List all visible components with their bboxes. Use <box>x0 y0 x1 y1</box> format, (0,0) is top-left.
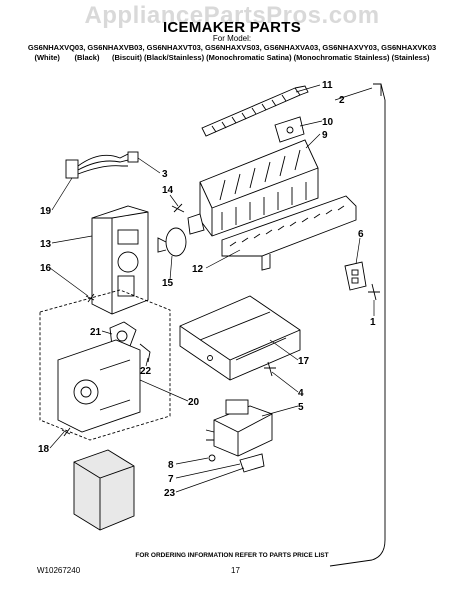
leader-lines <box>49 84 375 493</box>
callout-12: 12 <box>192 264 204 275</box>
ice-mold-part <box>187 139 319 237</box>
fitting-part <box>239 453 265 473</box>
control-assembly-group <box>39 289 171 441</box>
model-list: GS6NHAXVQ03, GS6NHAXVB03, GS6NHAXVT03, G… <box>27 43 437 52</box>
callout-14: 14 <box>162 185 174 196</box>
screw-part-14 <box>171 203 185 213</box>
callout-8: 8 <box>168 460 174 471</box>
connector-part <box>127 151 139 163</box>
page-title: ICEMAKER PARTS <box>162 19 302 36</box>
stripper-part <box>221 195 357 271</box>
wire-harness-part <box>65 153 129 179</box>
screw-part-1 <box>368 283 380 301</box>
callout-10: 10 <box>322 117 334 128</box>
callout-16: 16 <box>40 263 52 274</box>
screw-part-18 <box>61 427 71 437</box>
water-valve-part <box>205 399 273 457</box>
callout-9: 9 <box>322 130 328 141</box>
watermark: AppliancePartsPros.com <box>84 2 380 29</box>
callout-19: 19 <box>40 206 52 217</box>
callout-11: 11 <box>322 80 333 91</box>
fill-tube-part <box>329 83 386 567</box>
callout-2: 2 <box>339 95 345 106</box>
pin-part <box>139 343 151 363</box>
callout-1: 1 <box>370 317 376 328</box>
callout-20: 20 <box>188 397 200 408</box>
callout-17: 17 <box>298 356 310 367</box>
callout-3: 3 <box>162 169 168 180</box>
screw-part-8 <box>208 454 216 462</box>
callout-7: 7 <box>168 474 174 485</box>
mounting-bracket-part <box>344 261 367 291</box>
page-number: 17 <box>231 566 240 575</box>
callout-21: 21 <box>90 327 102 338</box>
callout-22: 22 <box>140 366 152 377</box>
control-housing-part <box>91 205 149 315</box>
motor-part <box>157 227 187 257</box>
callout-5: 5 <box>298 402 304 413</box>
shield-part <box>179 295 301 381</box>
color-list: (White) (Black) (Biscuit) (Black/Stainle… <box>34 53 430 62</box>
control-plate-part <box>57 339 141 433</box>
bracket-part <box>274 116 305 143</box>
callout-23: 23 <box>164 488 176 499</box>
callout-18: 18 <box>38 444 50 455</box>
callout-15: 15 <box>162 278 174 289</box>
callout-4: 4 <box>298 388 304 399</box>
screw-part-4 <box>264 361 276 377</box>
for-model-label: For Model: <box>212 34 252 43</box>
ice-bucket-part <box>73 449 135 531</box>
callout-6: 6 <box>358 229 364 240</box>
callout-13: 13 <box>40 239 52 250</box>
document-number: W10267240 <box>37 566 81 575</box>
ordering-note: FOR ORDERING INFORMATION REFER TO PARTS … <box>135 552 329 559</box>
